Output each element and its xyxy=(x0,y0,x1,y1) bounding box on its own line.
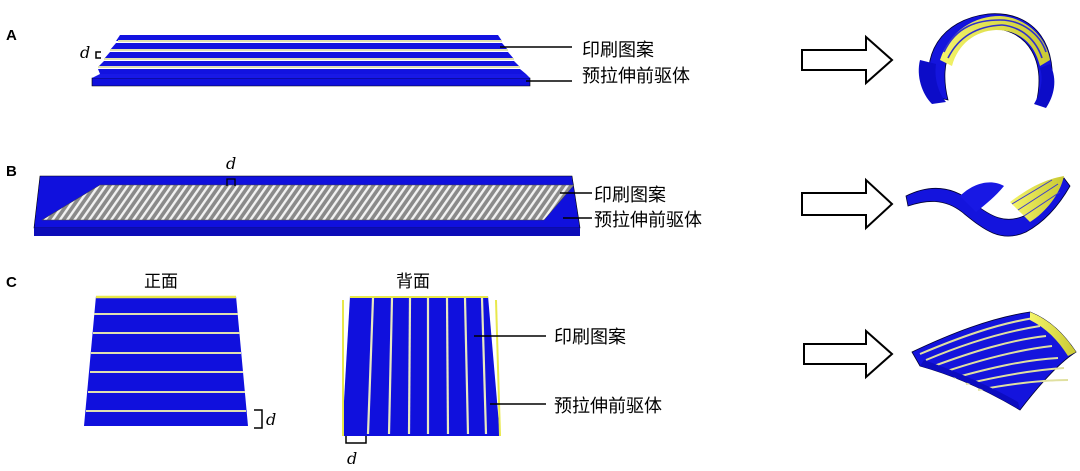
panel-c-back-face xyxy=(342,296,501,437)
panel-b-precursor-label: 预拉伸前驱体 xyxy=(594,210,702,231)
right-arrow-icon xyxy=(801,34,894,86)
panel-c-front-face xyxy=(84,295,248,426)
panel-b-label: B xyxy=(6,163,17,180)
panel-a-result-arch xyxy=(918,13,1055,108)
panel-b-result-helix xyxy=(905,176,1071,237)
panel-a-pattern-layers xyxy=(98,35,526,74)
panel-c-front-title: 正面 xyxy=(144,272,178,292)
panel-b-dim-bracket xyxy=(226,178,236,186)
panel-c: C 正面 d 背面 xyxy=(6,272,1077,468)
panel-a-dim-bracket xyxy=(95,51,101,59)
panel-c-result-saddle xyxy=(911,311,1077,411)
panel-a: A d 印刷图案 预拉伸前驱体 xyxy=(6,13,1055,108)
panel-c-precursor-label: 预拉伸前驱体 xyxy=(554,396,662,417)
panel-a-dim-label: d xyxy=(80,43,90,62)
panel-c-back-dim-label: d xyxy=(347,449,357,468)
panel-c-front-dim-label: d xyxy=(266,410,276,429)
panel-b-pattern xyxy=(41,184,575,221)
panel-c-back-title: 背面 xyxy=(396,272,430,292)
panel-b-pattern-label: 印刷图案 xyxy=(594,185,666,206)
panel-b-dim-label: d xyxy=(226,154,236,173)
panel-c-back-dim-bracket xyxy=(345,436,367,444)
panel-c-label: C xyxy=(6,274,17,291)
panel-a-pattern-label: 印刷图案 xyxy=(582,40,654,61)
panel-b: B d 印刷图案 预拉伸前驱体 xyxy=(6,154,1071,237)
panel-c-pattern-label: 印刷图案 xyxy=(554,327,626,348)
right-arrow-icon xyxy=(803,328,894,380)
panel-a-precursor-top xyxy=(92,74,530,78)
panel-c-front-dim-bracket xyxy=(254,409,263,429)
right-arrow-icon xyxy=(801,177,894,231)
panel-a-label: A xyxy=(6,27,17,44)
panel-a-precursor-slab xyxy=(91,77,531,87)
panel-a-precursor-label: 预拉伸前驱体 xyxy=(582,66,690,87)
